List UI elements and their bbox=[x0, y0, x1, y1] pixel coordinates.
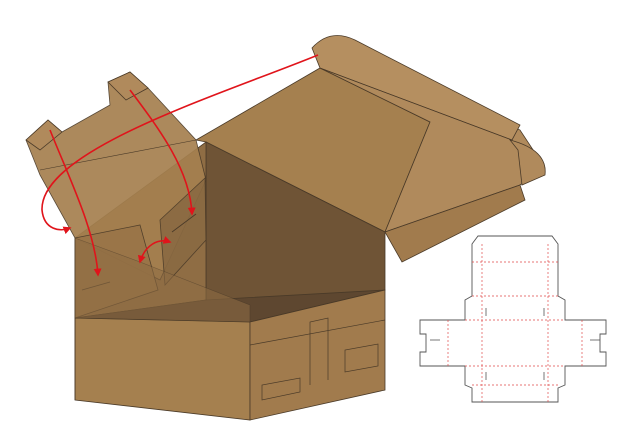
box-right-wall bbox=[249, 289, 386, 421]
left-flap-fold-line bbox=[39, 139, 197, 171]
box-lid-front-flap bbox=[384, 184, 526, 263]
folding-arrow-icon bbox=[49, 129, 102, 277]
lid-fold-line bbox=[319, 67, 513, 141]
folding-arrow-icon bbox=[129, 89, 196, 216]
dieline-creases bbox=[447, 244, 583, 402]
box-front-wall-top bbox=[74, 237, 251, 323]
left-flap-tab-1 bbox=[25, 119, 63, 151]
insert-slot-right bbox=[171, 213, 197, 233]
folding-arrow-icon bbox=[137, 236, 172, 264]
lid-tuck-flap-right bbox=[508, 139, 546, 186]
right-wall-lock-tab bbox=[309, 317, 329, 385]
left-flap-tab-2 bbox=[107, 71, 149, 101]
flat-dieline bbox=[419, 235, 607, 403]
folding-arrow-icon bbox=[41, 54, 319, 235]
right-wall-slot-2 bbox=[344, 343, 379, 373]
dieline-cut-outline bbox=[419, 235, 607, 403]
right-wall-slot-1 bbox=[261, 377, 301, 401]
right-wall-crease bbox=[249, 319, 386, 346]
lid-tuck-flap-top bbox=[311, 35, 521, 141]
box-front-wall bbox=[74, 317, 251, 421]
